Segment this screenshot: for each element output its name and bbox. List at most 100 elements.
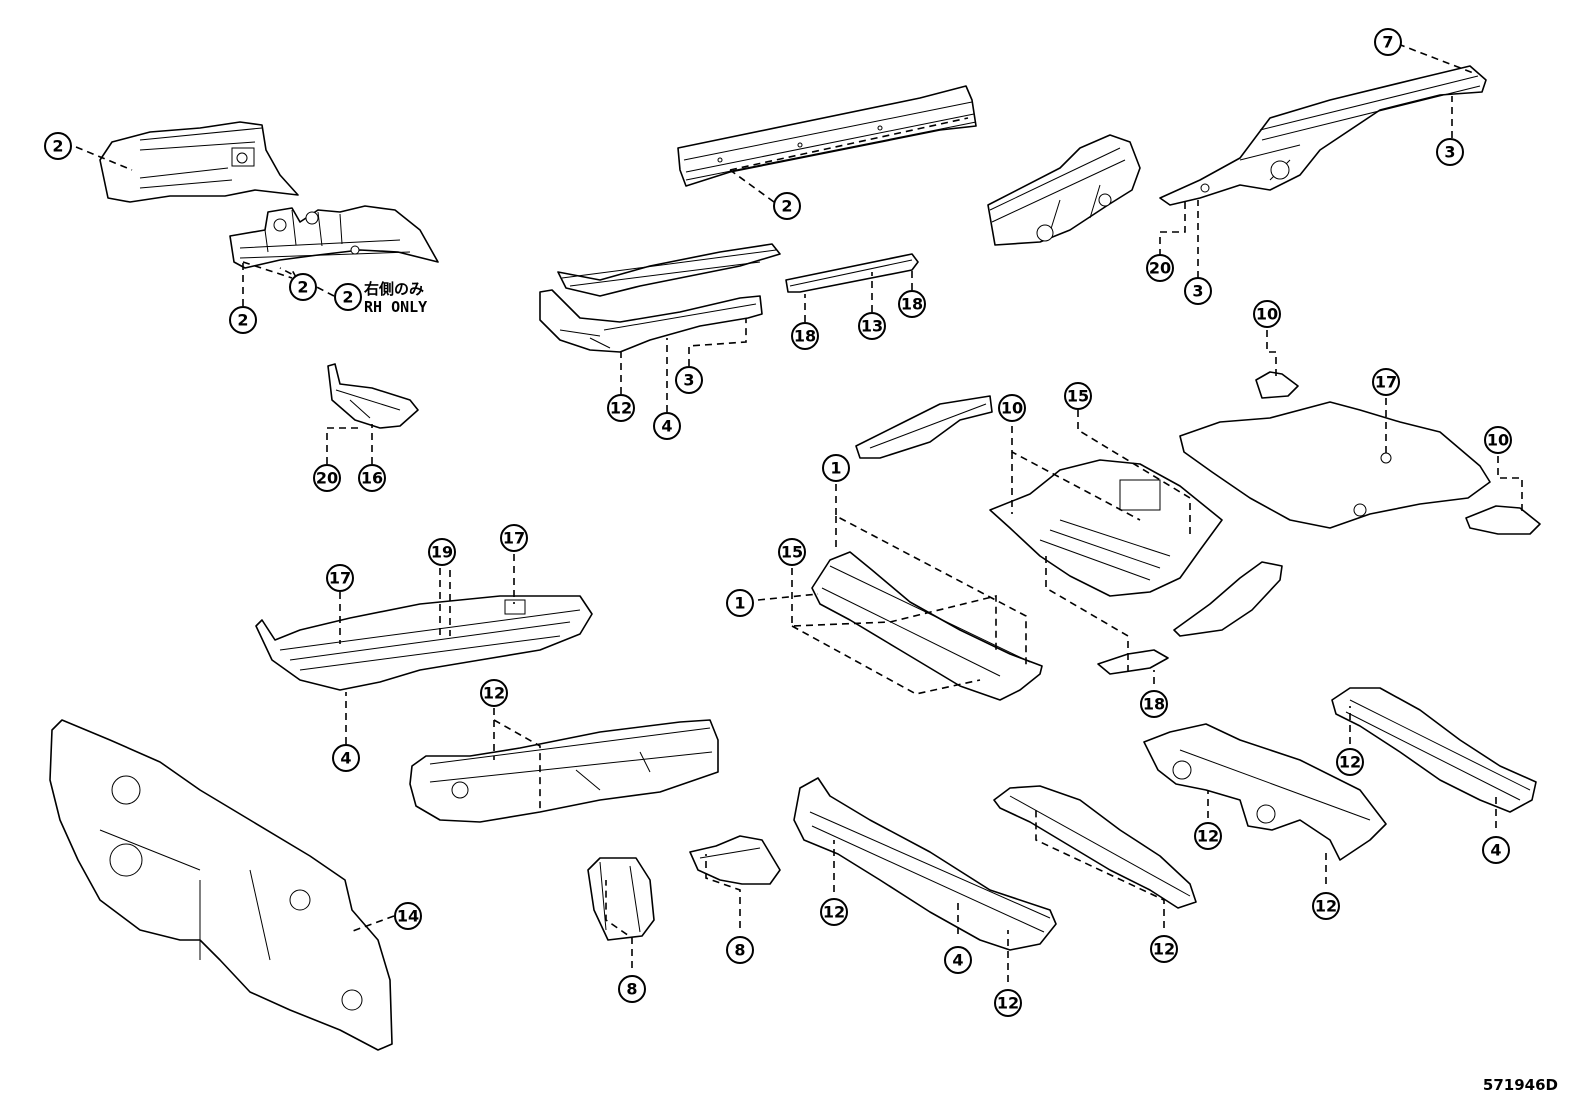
- part-rear-floor-side-member-right: [1331, 687, 1537, 813]
- callout-c2: 2: [229, 306, 257, 334]
- callout-c39: 12: [1194, 822, 1222, 850]
- svg-text:15: 15: [781, 543, 803, 562]
- callout-c35: 12: [820, 898, 848, 926]
- svg-text:4: 4: [952, 951, 963, 970]
- callout-c33: 8: [618, 975, 646, 1003]
- callout-c40: 12: [1312, 892, 1340, 920]
- part-rear-floor-cross-member: [793, 777, 1057, 951]
- callout-c29: 17: [500, 524, 528, 552]
- callout-c37: 12: [994, 989, 1022, 1017]
- part-floor-tunnel: [409, 719, 719, 823]
- part-bracket-10-upper: [1255, 371, 1299, 399]
- callout-c4: 2: [334, 283, 362, 311]
- part-rear-side-member-left: [987, 134, 1141, 246]
- svg-text:14: 14: [397, 907, 419, 926]
- svg-text:12: 12: [1197, 827, 1219, 846]
- callout-c27: 17: [326, 564, 354, 592]
- diagram-code: 571946D: [1483, 1076, 1558, 1094]
- part-bracket-16: [327, 363, 419, 429]
- part-floor-cross-member-1: [811, 551, 1043, 701]
- svg-text:12: 12: [823, 903, 845, 922]
- svg-text:4: 4: [661, 417, 672, 436]
- callout-c15: 18: [898, 290, 926, 318]
- callout-c34: 8: [726, 936, 754, 964]
- callout-c20: 10: [1484, 426, 1512, 454]
- svg-text:2: 2: [781, 197, 792, 216]
- callout-c30: 4: [332, 744, 360, 772]
- callout-c17: 16: [358, 464, 386, 492]
- part-bracket-18-lower: [1097, 649, 1169, 675]
- part-suspension-crossmember: [1143, 723, 1387, 861]
- callout-c16: 20: [313, 464, 341, 492]
- part-bracket-8-left: [587, 857, 655, 941]
- svg-text:19: 19: [431, 543, 453, 562]
- callout-c11: 4: [653, 412, 681, 440]
- svg-text:17: 17: [503, 529, 525, 548]
- callout-c26: 18: [1140, 690, 1168, 718]
- svg-text:8: 8: [626, 980, 637, 999]
- part-bracket-8-right: [689, 835, 781, 885]
- part-front-side-member-lower-left: [229, 205, 439, 269]
- svg-text:20: 20: [316, 469, 338, 488]
- svg-text:4: 4: [1490, 841, 1501, 860]
- part-rocker-outer: [677, 85, 977, 187]
- svg-text:18: 18: [1143, 695, 1165, 714]
- part-front-side-member-upper-left: [99, 121, 299, 203]
- callout-c32: 14: [394, 902, 422, 930]
- callout-c41: 12: [1336, 748, 1364, 776]
- svg-text:1: 1: [830, 459, 841, 478]
- svg-text:10: 10: [1256, 305, 1278, 324]
- svg-text:2: 2: [237, 311, 248, 330]
- svg-text:18: 18: [901, 295, 923, 314]
- part-floor-cross-member-small: [785, 253, 919, 293]
- svg-text:3: 3: [1192, 282, 1203, 301]
- part-floor-brace-right: [1173, 561, 1283, 637]
- svg-text:1: 1: [734, 594, 745, 613]
- callout-c23: 1: [822, 454, 850, 482]
- svg-text:3: 3: [683, 371, 694, 390]
- svg-text:20: 20: [1149, 259, 1171, 278]
- callout-c25: 1: [726, 589, 754, 617]
- part-front-floor-side-rail: [557, 243, 781, 297]
- part-rear-floor-pan: [1179, 401, 1491, 529]
- callout-c28: 19: [428, 538, 456, 566]
- callout-c6: 7: [1374, 28, 1402, 56]
- callout-c8: 20: [1146, 254, 1174, 282]
- callout-c1: 2: [44, 132, 72, 160]
- callout-c36: 4: [944, 946, 972, 974]
- svg-text:12: 12: [1315, 897, 1337, 916]
- callout-c38: 12: [1150, 935, 1178, 963]
- part-front-floor-pan: [255, 595, 593, 691]
- svg-text:8: 8: [734, 941, 745, 960]
- callout-c10: 12: [607, 394, 635, 422]
- svg-text:10: 10: [1001, 399, 1023, 418]
- callout-c13: 18: [791, 322, 819, 350]
- part-floor-side-member-front: [539, 289, 763, 353]
- note-en: RH ONLY: [364, 298, 427, 316]
- callout-c7: 3: [1436, 138, 1464, 166]
- svg-text:12: 12: [1339, 753, 1361, 772]
- svg-text:12: 12: [483, 684, 505, 703]
- part-rear-frame-long: [1159, 65, 1487, 206]
- svg-text:12: 12: [1153, 940, 1175, 959]
- note-jp: 右側のみ: [364, 280, 424, 298]
- svg-text:16: 16: [361, 469, 383, 488]
- svg-text:17: 17: [1375, 373, 1397, 392]
- svg-text:2: 2: [342, 288, 353, 307]
- svg-text:2: 2: [297, 278, 308, 297]
- part-dash-panel: [49, 719, 393, 1051]
- callout-c21: 15: [1064, 382, 1092, 410]
- part-bracket-10-right: [1465, 505, 1541, 535]
- svg-text:12: 12: [997, 994, 1019, 1013]
- svg-text:17: 17: [329, 569, 351, 588]
- callout-c3: 2: [289, 273, 317, 301]
- callout-c9: 3: [1184, 277, 1212, 305]
- part-center-floor-upper-panel: [855, 395, 993, 459]
- svg-text:7: 7: [1382, 33, 1393, 52]
- part-floor-cross-member-12: [993, 785, 1197, 909]
- svg-text:15: 15: [1067, 387, 1089, 406]
- callout-c42: 4: [1482, 836, 1510, 864]
- callout-c31: 12: [480, 679, 508, 707]
- svg-text:3: 3: [1444, 143, 1455, 162]
